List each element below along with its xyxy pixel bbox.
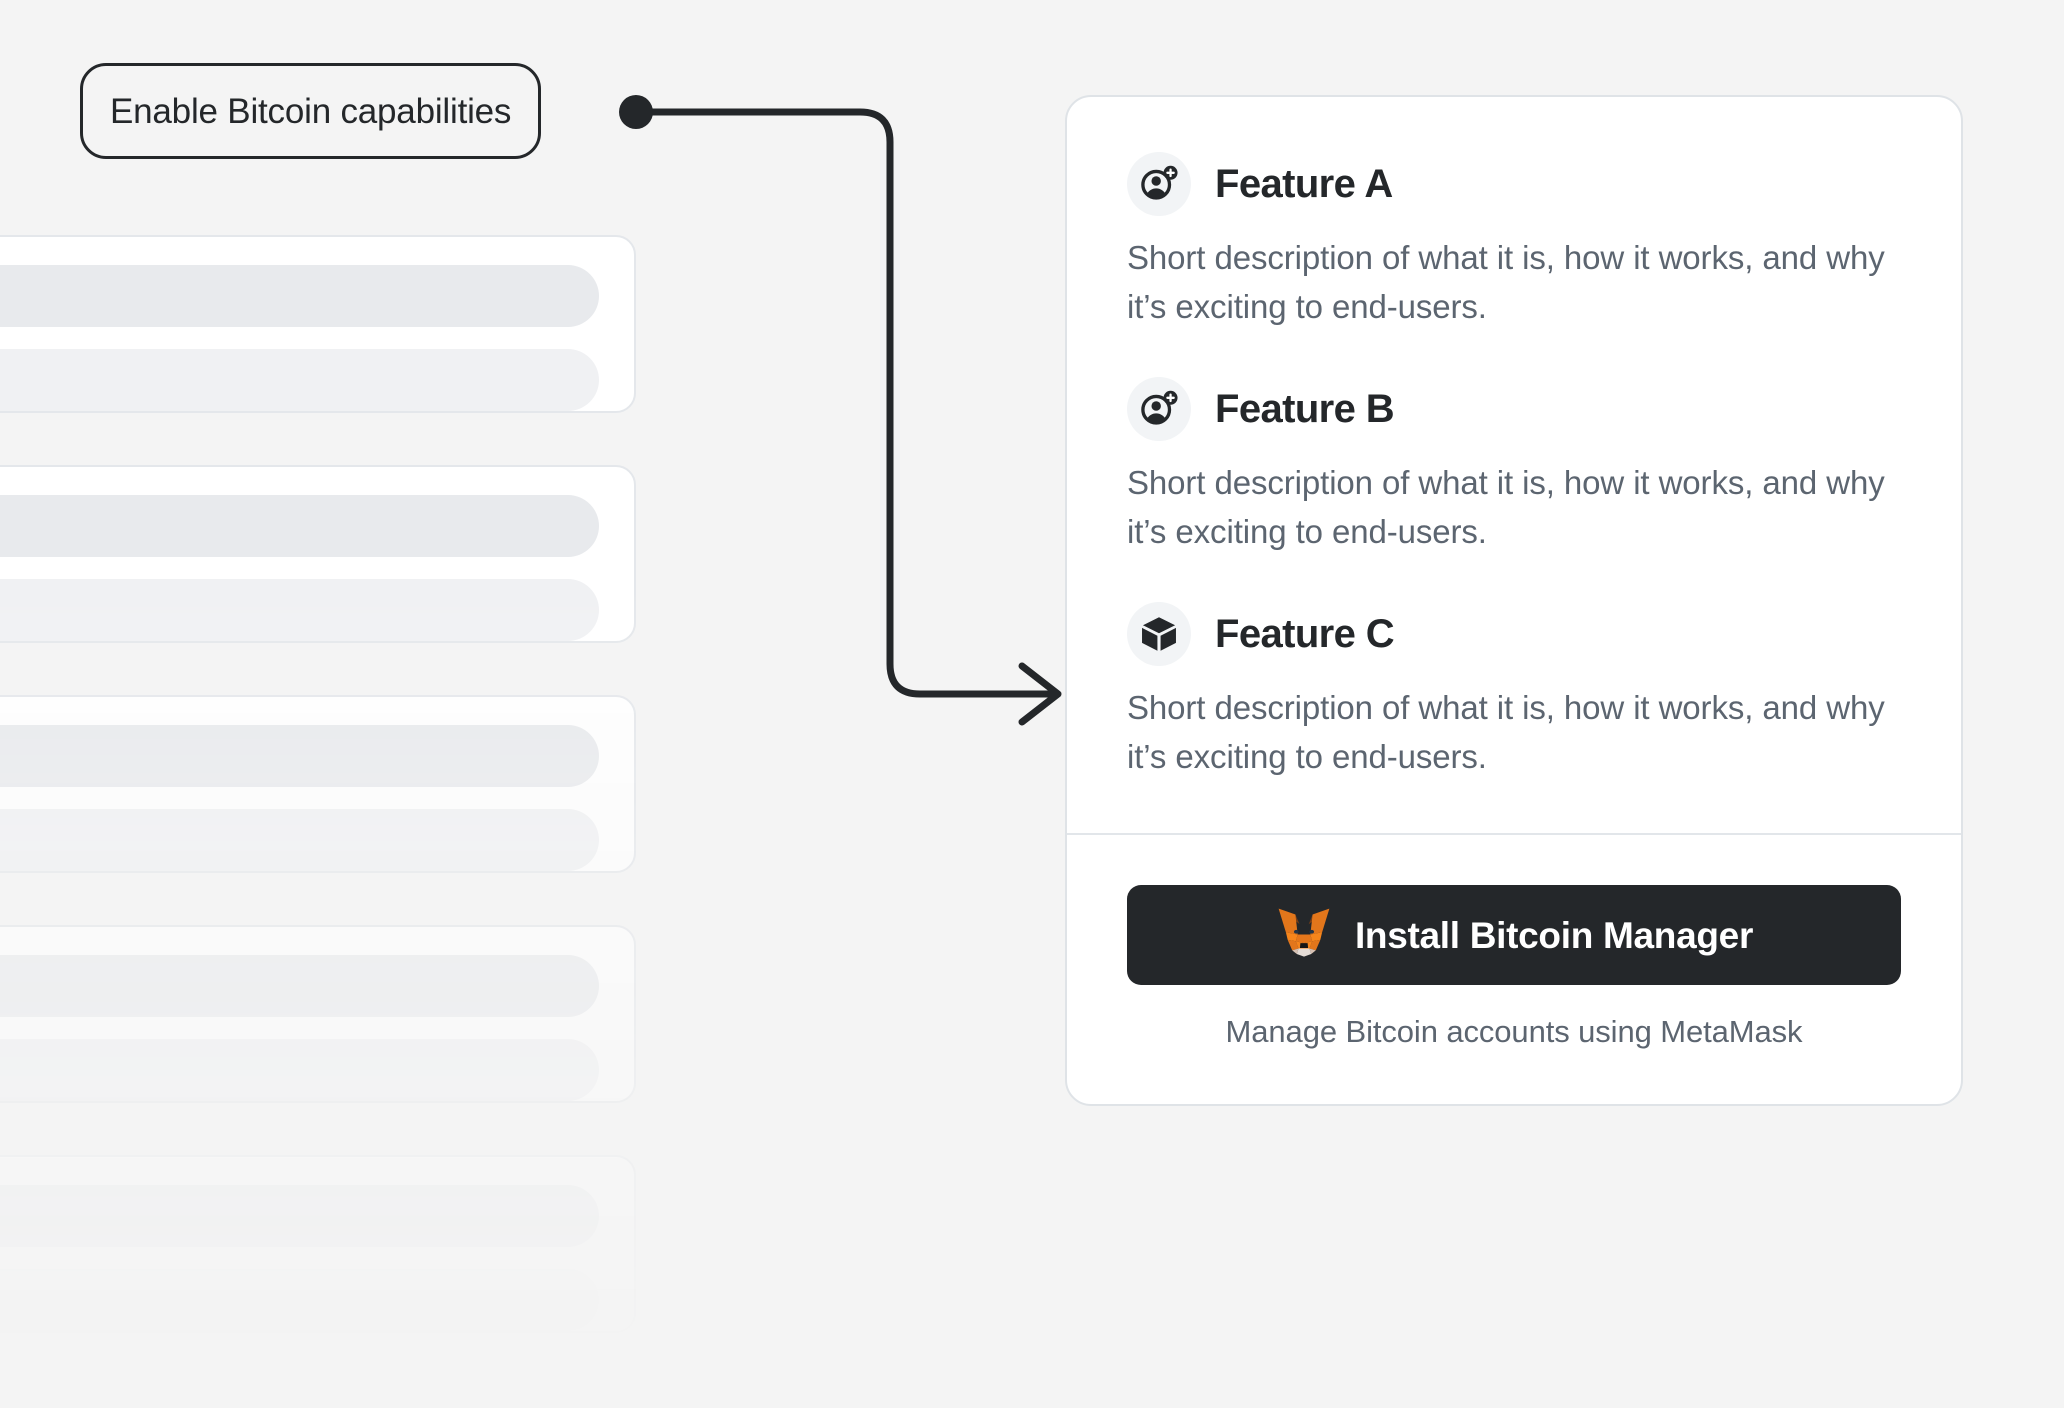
skeleton-bar-secondary [0, 579, 599, 641]
skeleton-card [0, 925, 636, 1103]
skeleton-card [0, 235, 636, 413]
callout-label: Enable Bitcoin capabilities [110, 91, 512, 131]
feature-description: Short description of what it is, how it … [1127, 239, 1885, 325]
feature-list: Feature A Short description of what it i… [1067, 97, 1961, 833]
add-user-icon [1127, 152, 1191, 216]
skeleton-bar-secondary [0, 1039, 599, 1101]
feature-card: Feature A Short description of what it i… [1065, 95, 1963, 1107]
metamask-fox-icon [1275, 906, 1333, 965]
skeleton-bar-secondary [0, 349, 599, 411]
feature-item: Feature A Short description of what it i… [1127, 152, 1901, 331]
feature-title: Feature A [1215, 162, 1393, 206]
feature-title: Feature C [1215, 612, 1395, 656]
install-button-label: Install Bitcoin Manager [1354, 914, 1754, 956]
feature-description: Short description of what it is, how it … [1127, 689, 1885, 775]
skeleton-placeholder-column [0, 235, 640, 1385]
add-user-icon [1127, 377, 1191, 441]
install-caption: Manage Bitcoin accounts using MetaMask [1225, 1014, 1803, 1049]
skeleton-card [0, 695, 636, 873]
skeleton-card [0, 465, 636, 643]
feature-header: Feature B [1127, 377, 1901, 441]
feature-header: Feature A [1127, 152, 1901, 216]
card-divider [1067, 833, 1961, 835]
skeleton-bar-secondary [0, 809, 599, 871]
feature-item: Feature C Short description of what it i… [1127, 602, 1901, 781]
feature-title: Feature B [1215, 387, 1395, 431]
skeleton-card [0, 1155, 636, 1333]
install-bitcoin-manager-button[interactable]: Install Bitcoin Manager [1127, 885, 1901, 985]
skeleton-bar-primary [0, 495, 599, 557]
feature-item: Feature B Short description of what it i… [1127, 377, 1901, 556]
skeleton-bar-primary [0, 955, 599, 1017]
feature-header: Feature C [1127, 602, 1901, 666]
skeleton-bar-primary [0, 1185, 599, 1247]
feature-description: Short description of what it is, how it … [1127, 464, 1885, 550]
connector-dot-icon [619, 95, 653, 129]
cube-icon [1127, 602, 1191, 666]
callout-enable-bitcoin[interactable]: Enable Bitcoin capabilities [80, 63, 542, 159]
skeleton-bar-secondary [0, 1269, 599, 1331]
skeleton-bar-primary [0, 725, 599, 787]
skeleton-bar-primary [0, 265, 599, 327]
install-section: Install Bitcoin Manager Manage Bitcoin a… [1067, 835, 1961, 1104]
